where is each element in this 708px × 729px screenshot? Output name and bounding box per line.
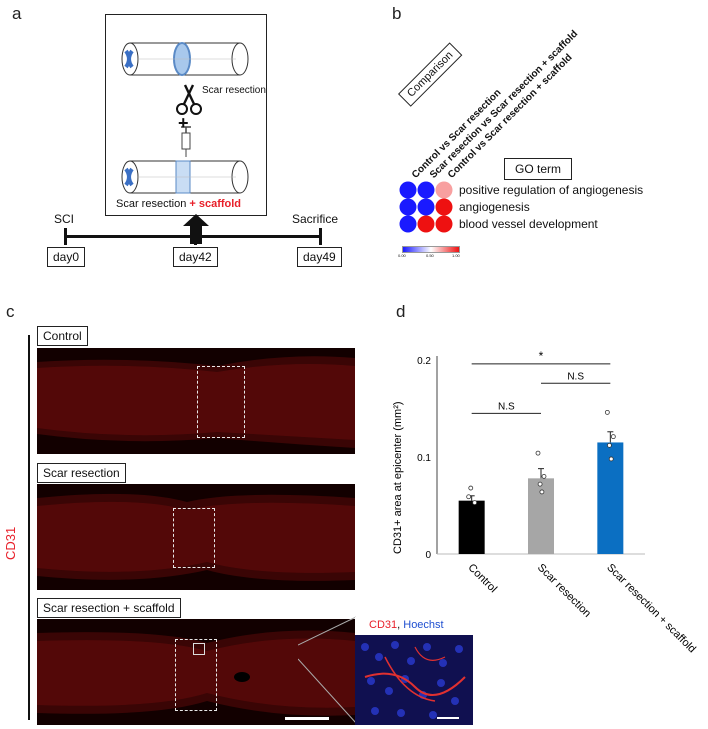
data-point-0-1: [472, 500, 478, 505]
schematic-drawing: [121, 42, 249, 194]
y-tick-label-1: 0.1: [417, 453, 431, 464]
data-point-1-2: [537, 481, 543, 487]
scar-scaffold-label: Scar resection + scaffold: [37, 598, 181, 618]
heatmap-cell-r0-c0: [399, 181, 417, 199]
bottom-label-scaffold: + scaffold: [189, 198, 242, 210]
x-tick-label-1: Scar resection: [535, 562, 593, 620]
panel-c-label: c: [6, 302, 15, 321]
go-term-box: GO term: [504, 158, 573, 180]
panel-a-label: a: [12, 4, 22, 23]
inset-hoechst-text: Hoechst: [403, 619, 444, 631]
day0-box: day0: [47, 247, 86, 267]
scar-resection-roi-box: [173, 508, 215, 568]
day49-box: day49: [297, 247, 342, 267]
significance-label-2: *: [539, 349, 544, 363]
zoom-lines: [298, 616, 357, 724]
bar-0: [458, 500, 485, 554]
inset-legend: CD31, Hoechst: [355, 617, 473, 635]
control-roi-box: [197, 366, 245, 438]
data-point-2-2: [607, 442, 612, 448]
go-term-2: angiogenesis: [459, 200, 530, 214]
x-tick-label-2: Scar resection + scaffold: [604, 562, 698, 656]
scar-resection-label: Scar resection: [37, 463, 126, 483]
data-point-1-0: [535, 450, 541, 456]
go-term-3: blood vessel development: [459, 217, 598, 231]
plus-sign: +: [178, 113, 189, 133]
timeline-tick-42: [194, 228, 197, 245]
significance-label-1: N.S: [567, 371, 584, 382]
heatmap-cell-r1-c0: [399, 198, 417, 216]
heatmap-cell-r2-c2: [435, 215, 453, 233]
go-term-1: positive regulation of angiogenesis: [459, 183, 644, 197]
spinal-cord-cylinder-top: [121, 42, 249, 76]
schematic-box: Scar resection + Scar resection + scaffo…: [105, 14, 267, 216]
day42-box: day42: [173, 247, 218, 267]
inset-scale-bar: [437, 717, 459, 719]
significance-label-0: N.S: [498, 401, 515, 412]
data-point-0-2: [468, 485, 474, 491]
scar-scaffold-roi-box: [175, 639, 217, 711]
cd31-vertical-label: CD31: [3, 526, 18, 560]
y-tick-label-2: 0.2: [417, 356, 431, 367]
timeline-line: [64, 235, 322, 238]
scar-scaffold-tissue-image: [37, 619, 355, 725]
y-axis-label: CD31+ area at epicenter (mm²): [392, 401, 404, 554]
colorbar: [402, 246, 460, 253]
timeline-tick-0: [64, 228, 67, 245]
scissors-icon: [176, 84, 202, 115]
bottom-label-resection: Scar resection: [116, 198, 190, 210]
data-point-0-0: [466, 494, 472, 500]
colorbar-min: 0.00: [398, 253, 406, 258]
syringe-icon: [181, 126, 191, 157]
control-tissue-image: [37, 348, 355, 454]
scar-resection-tissue-image: [37, 484, 355, 590]
zoom-square: [193, 643, 205, 655]
heatmap-cell-r2-c1: [417, 215, 435, 233]
inset-sep: ,: [397, 619, 404, 631]
heatmap-cell-r0-c2: [435, 181, 453, 199]
heatmap-cell-r2-c0: [399, 215, 417, 233]
comparison-box: Comparison: [398, 42, 463, 107]
spinal-cord-cylinder-bottom: [121, 160, 249, 194]
go-heatmap: [399, 181, 453, 233]
timeline-tick-49: [319, 228, 322, 245]
heatmap-cell-r1-c1: [417, 198, 435, 216]
heatmap-cell-r0-c1: [417, 181, 435, 199]
sacrifice-label: Sacrifice: [292, 212, 339, 226]
y-tick-label-0: 0: [425, 550, 431, 561]
data-point-1-3: [539, 489, 545, 495]
data-point-2-1: [610, 434, 616, 440]
data-point-2-3: [608, 456, 614, 462]
inset-image: CD31, Hoechst: [355, 617, 473, 725]
panel-b-label: b: [392, 4, 402, 23]
panel-d-label: d: [396, 302, 406, 321]
data-point-2-0: [604, 409, 610, 415]
colorbar-max: 1.00: [452, 253, 460, 258]
heatmap-cell-r1-c2: [435, 198, 453, 216]
group-bracket-line: [28, 335, 30, 720]
bar-1: [528, 478, 554, 554]
control-label: Control: [37, 326, 88, 346]
sci-label: SCI: [54, 212, 75, 226]
scar-resection-step-label: Scar resection: [202, 85, 266, 96]
scale-bar: [285, 717, 329, 720]
inset-cd31-text: CD31: [369, 619, 398, 631]
bar-chart: CD31+ area at epicenter (mm²) 0 0.1 0.2Con…: [392, 349, 698, 656]
colorbar-mid: 0.50: [426, 253, 434, 258]
data-point-1-1: [541, 473, 547, 479]
x-tick-label-0: Control: [466, 562, 500, 596]
bottom-label: Scar resection + scaffold: [116, 198, 241, 210]
